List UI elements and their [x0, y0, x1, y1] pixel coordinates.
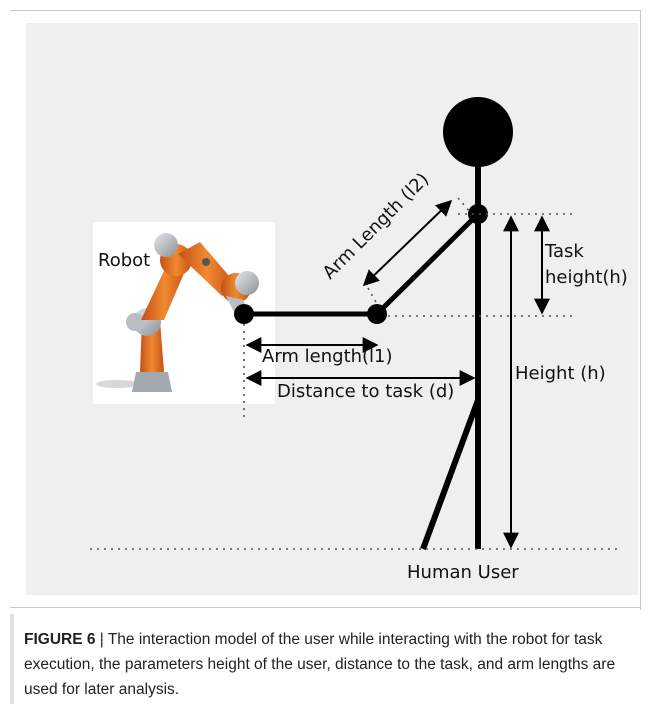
robot-arm-illustration [96, 233, 259, 392]
figure-frame-top [10, 10, 641, 11]
height-label: Height (h) [515, 363, 606, 384]
shoulder-tick [457, 197, 471, 213]
task-height-label-line2: height(h) [545, 267, 628, 288]
interaction-model-diagram: Robot Arm Length (l2) Task height(h) Arm… [90, 97, 628, 583]
distance-to-task-label: Distance to task (d) [277, 381, 454, 402]
human-head [443, 97, 513, 167]
arm-length-l2-label: Arm Length (l2) [319, 169, 434, 284]
elbow-tick [367, 287, 378, 305]
figure-caption: FIGURE 6 | The interaction model of the … [24, 627, 636, 702]
robot-label: Robot [98, 250, 150, 271]
arm-length-l2-arrow [362, 199, 453, 287]
human-stick-figure [234, 97, 513, 551]
elbow-joint [367, 304, 387, 324]
human-leg [420, 398, 481, 551]
human-user-label: Human User [407, 562, 519, 583]
figure-frame-right [640, 10, 641, 610]
shoulder-joint [468, 204, 488, 224]
figure-number: FIGURE 6 [24, 631, 96, 648]
dimension-arrows [245, 199, 550, 549]
task-height-label-line1: Task [544, 241, 584, 262]
caption-separator: | [95, 631, 108, 648]
arm-length-l1-label: Arm length(l1) [262, 346, 393, 367]
caption-accent-bar [10, 614, 14, 704]
caption-text: The interaction model of the user while … [24, 631, 616, 698]
human-upper-arm [375, 212, 480, 316]
caption-divider [10, 607, 641, 608]
hand-joint [234, 304, 254, 324]
reference-lines [90, 197, 622, 550]
